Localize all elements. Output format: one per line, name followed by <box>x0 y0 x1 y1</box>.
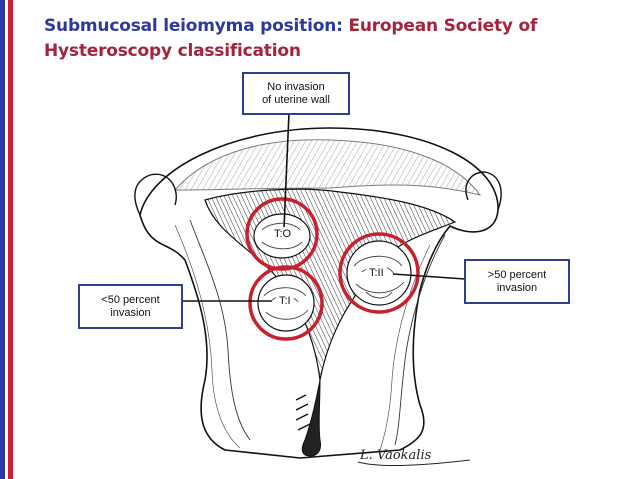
left-wall-texture-2 <box>174 224 241 449</box>
left-wall-texture <box>189 219 251 441</box>
tag-type2: T:II <box>366 266 387 281</box>
fundus-wall <box>173 139 482 196</box>
artist-signature: L. Vaokalis <box>360 448 432 463</box>
circle-type0 <box>245 197 319 271</box>
fibroid-type2-texture <box>353 255 405 299</box>
callout-less-than-50-line1: <50 percent <box>101 293 160 306</box>
right-wall-texture <box>394 234 446 446</box>
fibroid-type0-texture <box>261 222 303 250</box>
slide-title: Submucosal leiomyma position: European S… <box>44 14 629 64</box>
leader-type2 <box>392 273 466 280</box>
tag-type1: T:I <box>276 294 294 309</box>
callout-no-invasion-line2: of uterine wall <box>262 93 330 106</box>
callout-greater-than-50-line2: invasion <box>496 281 538 294</box>
left-stripe-white <box>5 0 8 479</box>
right-tube <box>465 171 502 211</box>
left-stripe-blue <box>0 0 5 479</box>
right-wall-texture-2 <box>379 244 431 451</box>
left-tube <box>134 173 177 216</box>
callout-greater-than-50: >50 percent invasion <box>464 259 570 304</box>
circle-type2 <box>338 232 420 314</box>
cervical-folds <box>295 394 311 431</box>
tag-type0: T:O <box>271 227 295 242</box>
circle-type1 <box>248 265 324 341</box>
title-main: Submucosal leiomyma position: <box>44 16 343 36</box>
leader-type0 <box>283 112 290 229</box>
callout-no-invasion: No invasion of uterine wall <box>242 72 350 115</box>
cervical-canal <box>301 379 321 457</box>
callout-greater-than-50-line1: >50 percent <box>487 268 547 281</box>
callout-no-invasion-line1: No invasion <box>267 80 325 93</box>
signature-flourish <box>357 459 471 467</box>
callout-less-than-50: <50 percent invasion <box>78 284 183 329</box>
title-classification: European Society of Hysteroscopy classif… <box>44 16 538 61</box>
left-stripe-red <box>8 0 13 479</box>
callout-less-than-50-line2: invasion <box>110 306 151 319</box>
